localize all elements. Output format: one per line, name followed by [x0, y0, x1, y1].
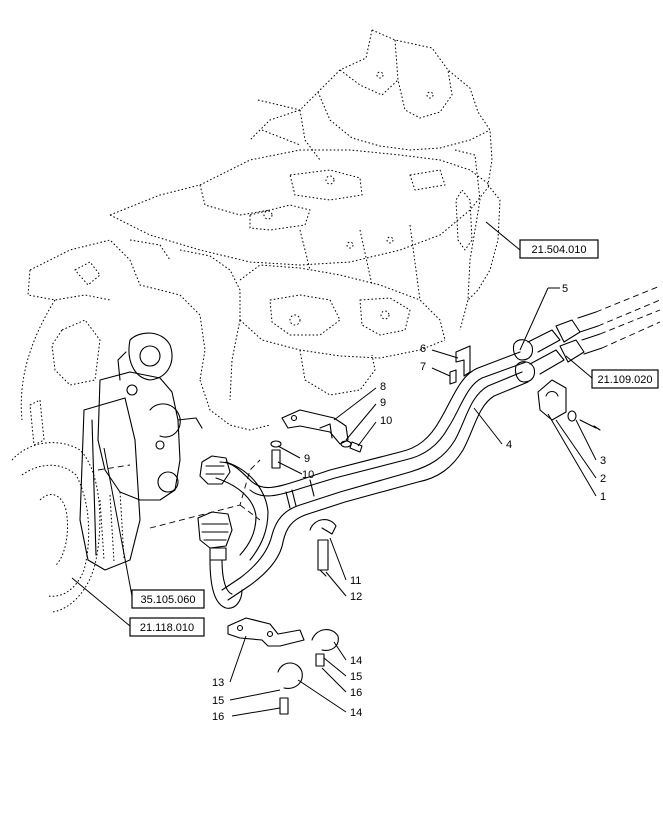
- screw-7: [449, 369, 457, 385]
- front-wheel: [11, 442, 101, 613]
- callout-5: 5: [562, 283, 568, 295]
- callout-4: 4: [506, 439, 512, 451]
- callout-16-upper: 16: [350, 687, 362, 699]
- clip-14-upper: [311, 629, 339, 667]
- fasteners-9-10: [270, 440, 363, 469]
- callout-1: 1: [600, 491, 606, 503]
- callout-12: 12: [350, 591, 362, 603]
- callout-16-lower: 16: [212, 711, 224, 723]
- bracket-outline: [149, 459, 261, 529]
- reference-label: 21.109.020: [597, 374, 652, 386]
- callout-2: 2: [600, 473, 606, 485]
- callout-6: 6: [420, 343, 426, 355]
- callout-numbers: 1 2 3 4 5 6 7 8 9 10 9 10 11 12 13 14 15…: [212, 283, 606, 723]
- reference-box: 21.118.010: [129, 617, 205, 637]
- leader-lines: [71, 221, 597, 717]
- rear-couplings: [512, 285, 661, 383]
- callout-14-lower: 14: [350, 707, 362, 719]
- callout-9: 9: [380, 397, 386, 409]
- clip-14-lower: [277, 662, 303, 715]
- hydraulic-pipes: [209, 351, 529, 609]
- bracket-8: [281, 409, 349, 445]
- bracket-6: [455, 345, 471, 377]
- clip-11-12: [309, 519, 337, 577]
- hydraulic-pump: [97, 332, 203, 501]
- callout-9-lower: 9: [304, 453, 310, 465]
- callout-13: 13: [212, 677, 224, 689]
- callout-10: 10: [380, 415, 392, 427]
- callout-10-lower: 10: [302, 469, 314, 481]
- callout-7: 7: [420, 361, 426, 373]
- transmission-housing: [20, 29, 501, 446]
- callout-15-lower: 15: [212, 695, 224, 707]
- bracket-13: [227, 617, 305, 647]
- callout-15-upper: 15: [350, 671, 362, 683]
- reference-box: 21.109.020: [591, 369, 659, 389]
- reference-label: 21.118.010: [140, 622, 194, 634]
- reference-label: 35.105.060: [140, 594, 195, 606]
- reference-label: 21.504.010: [531, 244, 586, 256]
- reference-box: 35.105.060: [131, 589, 205, 609]
- reference-box: 21.504.010: [519, 239, 599, 259]
- callout-8: 8: [380, 381, 386, 393]
- callout-11: 11: [350, 575, 361, 587]
- callout-3: 3: [600, 455, 606, 467]
- callout-14-upper: 14: [350, 655, 362, 667]
- oil-filter: [79, 397, 141, 571]
- pipe-fittings: [197, 455, 233, 561]
- clamp-1-2-3: [537, 379, 601, 431]
